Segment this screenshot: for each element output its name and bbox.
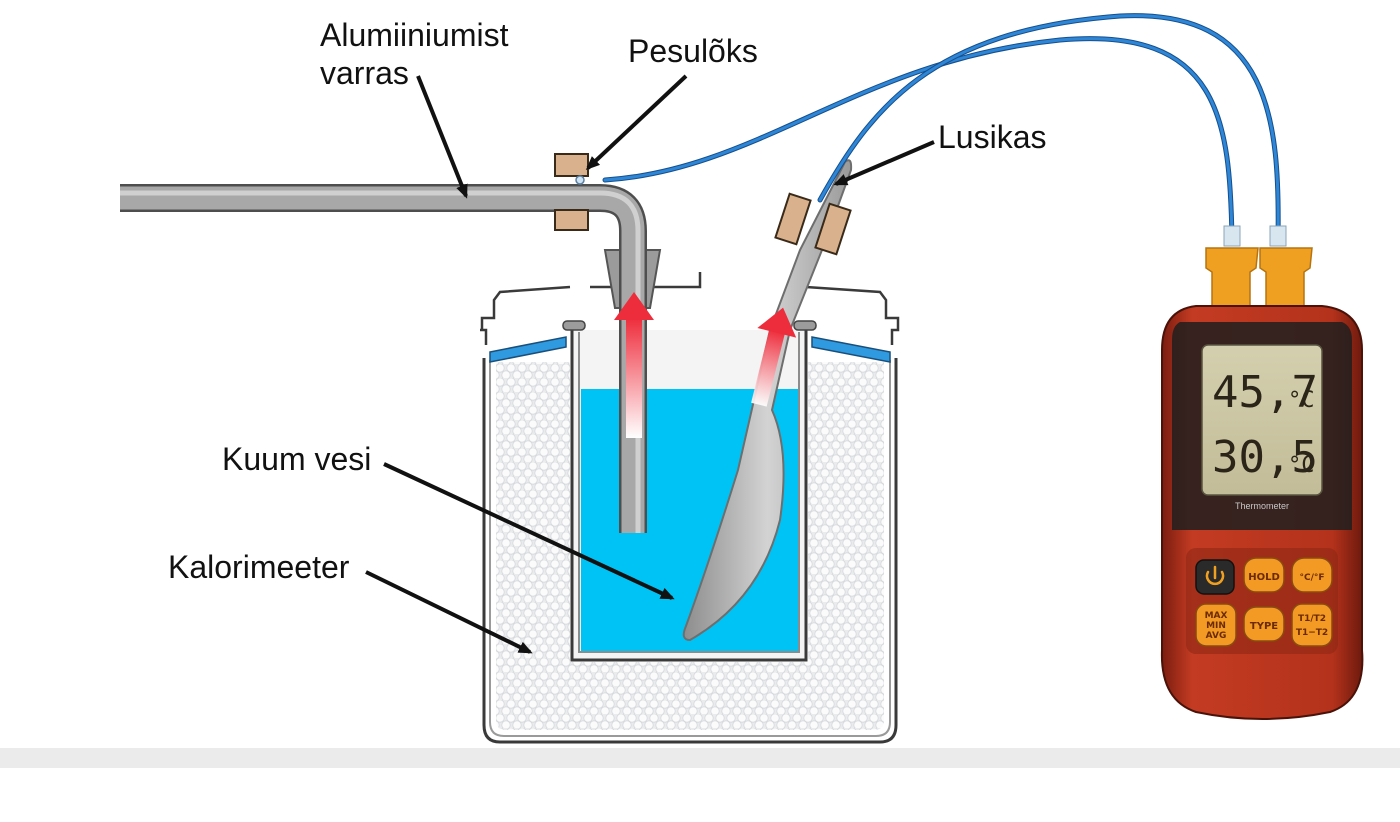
lid-seal-left	[489, 336, 567, 363]
pointer-arrows	[365, 74, 935, 654]
calorimeter-outer-wall	[482, 358, 898, 744]
aluminium-rod	[120, 184, 647, 533]
svg-text:MAX: MAX	[1205, 611, 1228, 621]
arrow-water	[383, 462, 675, 600]
label-rod-line2: varras	[320, 55, 409, 91]
probe-connector-t2	[1259, 247, 1313, 307]
labels: Alumiiniumist varras Pesulõks Lusikas Ku…	[168, 17, 1047, 585]
lid-seal-right	[811, 336, 891, 363]
t1-t2-button[interactable]: T1/T2 T1−T2	[1291, 603, 1333, 647]
svg-text:HOLD: HOLD	[1248, 572, 1280, 583]
label-water: Kuum vesi	[222, 441, 371, 477]
type-button[interactable]: TYPE	[1243, 606, 1285, 642]
label-clamp: Pesulõks	[628, 33, 758, 69]
label-spoon: Lusikas	[938, 119, 1047, 155]
svg-text:°C/°F: °C/°F	[1299, 573, 1324, 583]
svg-text:MIN: MIN	[1206, 621, 1226, 631]
arrow-calorimeter	[365, 570, 533, 654]
lcd-screen	[1201, 344, 1323, 496]
reading-t2-unit: °C	[1288, 453, 1315, 478]
label-calorimeter: Kalorimeeter	[168, 549, 350, 585]
svg-text:T1−T2: T1−T2	[1296, 628, 1328, 638]
reading-t1-unit: °C	[1288, 388, 1315, 413]
label-rod-line1: Alumiiniumist	[320, 17, 509, 53]
bottom-band	[0, 748, 1400, 768]
arrow-rod	[416, 75, 468, 199]
calorimeter	[480, 249, 900, 744]
power-button[interactable]	[1195, 559, 1235, 595]
probe-cables	[602, 13, 1281, 243]
reading-t2: 30,5	[1212, 432, 1318, 483]
hold-button[interactable]: HOLD	[1243, 557, 1285, 593]
clamp-on-rod	[554, 153, 589, 231]
probe-connector-t1	[1205, 247, 1259, 307]
brand-label: Thermometer	[1235, 501, 1289, 511]
unit-toggle-button[interactable]: °C/°F	[1291, 557, 1333, 593]
heat-arrow-rod	[614, 292, 654, 438]
foam-insulation	[496, 362, 884, 730]
power-icon	[1205, 565, 1225, 586]
arrow-spoon	[833, 140, 935, 186]
max-min-avg-button[interactable]: MAX MIN AVG	[1195, 603, 1237, 647]
heat-arrow-spoon	[751, 307, 797, 407]
arrow-clamp	[585, 74, 688, 171]
svg-text:T1/T2: T1/T2	[1298, 614, 1326, 624]
svg-text:AVG: AVG	[1206, 631, 1227, 641]
svg-text:TYPE: TYPE	[1250, 621, 1278, 632]
clamp-on-spoon	[774, 192, 852, 256]
digital-thermometer: 45,7 °C 30,5 °C Thermometer HOLD °C/°F M…	[1160, 225, 1364, 720]
reading-t1: 45,7	[1212, 367, 1318, 418]
lid-outline-right	[805, 285, 900, 345]
